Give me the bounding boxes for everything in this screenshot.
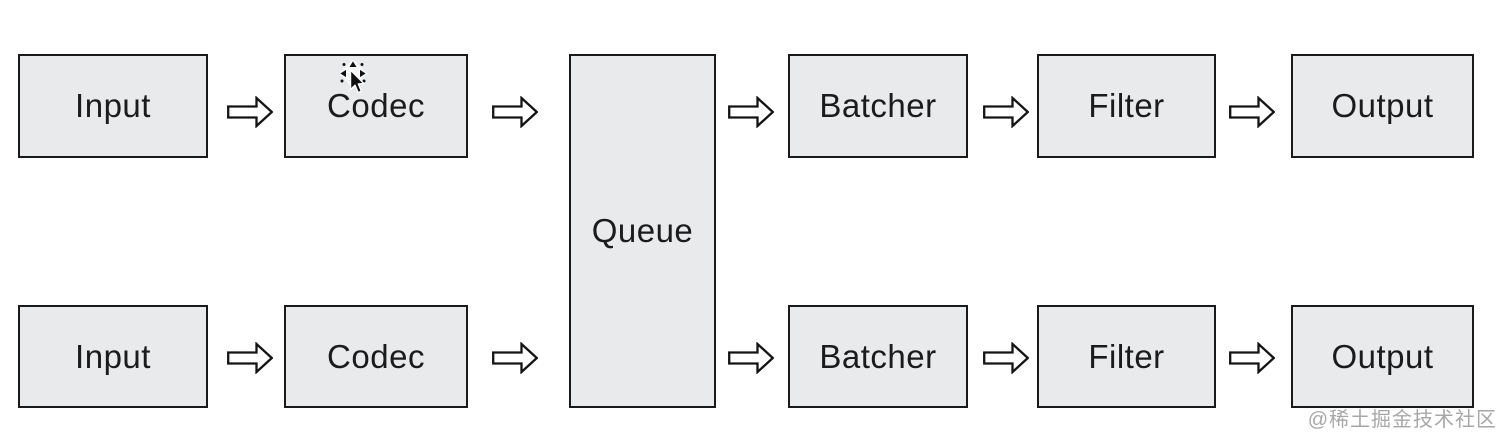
flow-arrow-right-icon [492, 96, 538, 128]
node-codec-top[interactable]: Codec [284, 54, 468, 158]
flow-arrow-right-icon [1229, 96, 1275, 128]
flow-arrow-right-icon [728, 342, 774, 374]
node-output-bottom[interactable]: Output [1291, 305, 1474, 408]
node-label: Codec [327, 337, 425, 375]
flow-arrow-right-icon [728, 96, 774, 128]
node-label: Codec [327, 87, 425, 124]
node-batcher-bottom[interactable]: Batcher [788, 305, 968, 408]
node-label: Output [1331, 337, 1434, 375]
node-output-top[interactable]: Output [1291, 54, 1474, 158]
node-codec-bottom[interactable]: Codec [284, 305, 468, 408]
node-input-top[interactable]: Input [18, 54, 208, 158]
flow-arrow-right-icon [1229, 342, 1275, 374]
flow-arrow-right-icon [227, 342, 273, 374]
node-batcher-top[interactable]: Batcher [788, 54, 968, 158]
flow-arrow-right-icon [492, 342, 538, 374]
node-label: Input [75, 87, 151, 124]
move-drag-cursor-icon [338, 59, 368, 94]
node-queue[interactable]: Queue [569, 54, 716, 408]
node-filter-bottom[interactable]: Filter [1037, 305, 1216, 408]
node-label: Filter [1088, 337, 1165, 375]
node-label: Input [75, 337, 151, 375]
node-label: Filter [1088, 87, 1165, 124]
node-label: Batcher [819, 87, 937, 124]
node-label: Batcher [819, 337, 937, 375]
flow-arrow-right-icon [227, 96, 273, 128]
flow-arrow-right-icon [983, 342, 1029, 374]
node-label: Queue [591, 212, 694, 249]
node-label: Output [1331, 87, 1434, 124]
watermark-text: @稀土掘金技术社区 [1307, 409, 1497, 431]
node-filter-top[interactable]: Filter [1037, 54, 1216, 158]
node-input-bottom[interactable]: Input [18, 305, 208, 408]
flow-arrow-right-icon [983, 96, 1029, 128]
